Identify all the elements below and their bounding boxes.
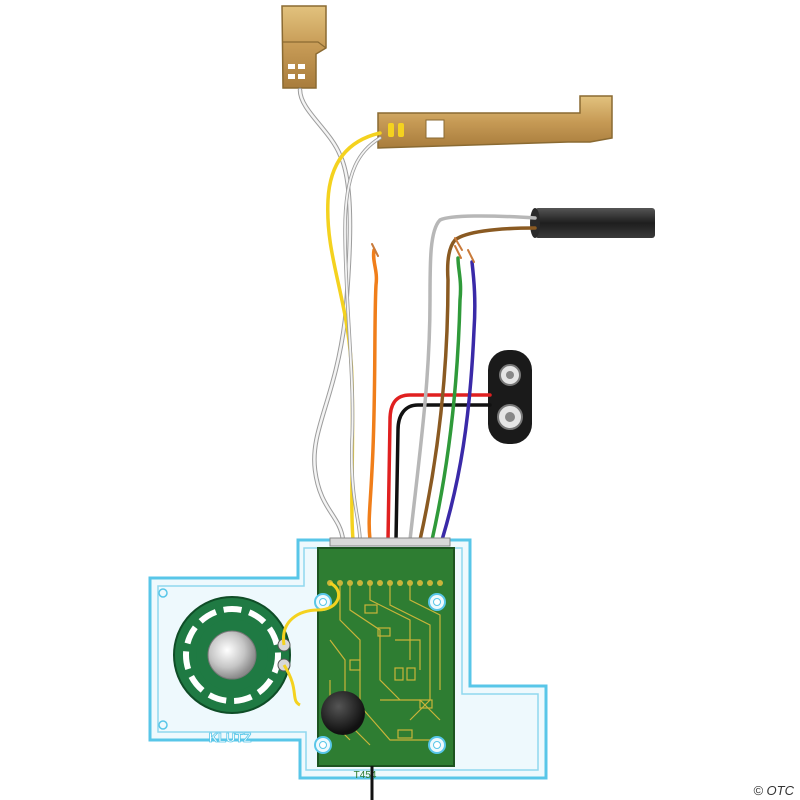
case-brand-text: KLUTZ (209, 730, 252, 745)
strip-slot (388, 123, 394, 137)
clip-contact (281, 5, 327, 89)
pcb-smd-parts (349, 604, 433, 739)
case-screw-hole (158, 588, 168, 598)
cable-jacket (535, 208, 655, 238)
watermark: © OTC (753, 783, 794, 798)
pcb-part-text: T454 (354, 770, 377, 781)
circuit-board: T454 (314, 547, 455, 800)
speaker-dash-ring (183, 606, 281, 704)
pcb-header-pins (327, 580, 443, 586)
pcb-mounting-holes (314, 593, 446, 754)
wire-brown (418, 226, 537, 542)
clip-slot (298, 64, 305, 69)
wire-orange-tip (371, 243, 379, 257)
pcb-wire-connector (329, 537, 451, 547)
clip-fold (283, 41, 327, 49)
wire-black (394, 403, 492, 542)
wire-green-tip (454, 245, 462, 259)
strip-window (425, 119, 445, 139)
battery-snap (488, 350, 532, 444)
wires (297, 87, 537, 543)
cable-end (530, 208, 540, 238)
wire-grey (408, 214, 537, 542)
wire-green (430, 256, 463, 542)
speaker-magnet (207, 630, 257, 680)
clip-slot (298, 74, 305, 79)
case-screw-hole (158, 720, 168, 730)
clip-slot (288, 74, 295, 79)
wire-purple (440, 260, 477, 542)
snap-terminal-center (505, 412, 515, 422)
strip-body (377, 95, 613, 149)
wire-orange (367, 248, 379, 542)
speaker-jumper-wires (282, 581, 341, 707)
clip-slot (288, 64, 295, 69)
snap-terminal-center (506, 371, 514, 379)
case-outline-inner (157, 547, 539, 771)
strip-slot (398, 123, 404, 137)
speaker (173, 596, 291, 714)
wire-purple-tip (467, 249, 475, 263)
pcb-chip-blob (321, 691, 365, 735)
sensor-cable (530, 208, 655, 238)
long-contact-strip (377, 95, 613, 149)
wire-red (386, 393, 492, 542)
wire-brown-tip (454, 237, 463, 251)
wire-white-strip-core (344, 137, 381, 541)
